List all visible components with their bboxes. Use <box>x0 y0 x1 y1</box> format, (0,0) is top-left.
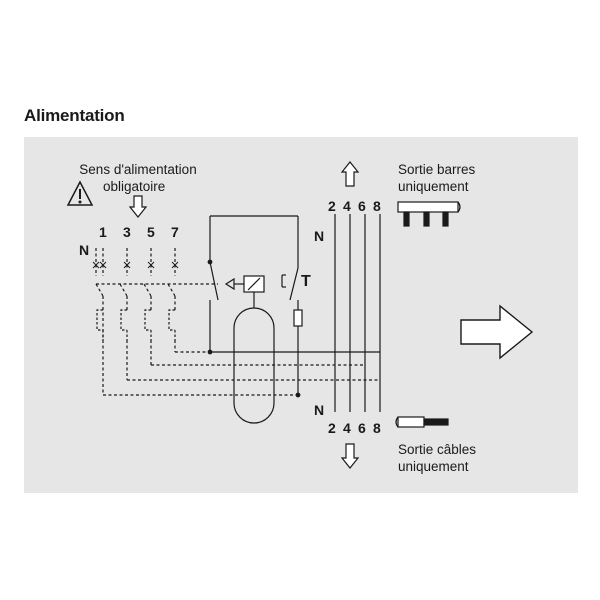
input-neutral-label: N <box>79 242 90 258</box>
cable-arrow-down-icon <box>340 443 360 469</box>
output-terminal-8-top: 8 <box>373 198 381 214</box>
input-phase-1: 1 <box>99 224 107 240</box>
busbar-label-line1: Sortie barres <box>398 162 476 177</box>
output-terminal-8-bottom: 8 <box>373 420 381 436</box>
page-title: Alimentation <box>24 106 125 125</box>
output-terminal-2-bottom: 2 <box>328 420 336 436</box>
input-phase-7: 7 <box>171 224 179 240</box>
input-phase-3: 3 <box>123 224 131 240</box>
supply-direction-line1: Sens d'alimentation <box>79 162 197 177</box>
neutral-wiring <box>207 215 380 355</box>
busbar-arrow-up-icon <box>340 161 360 187</box>
cable-label-line2: uniquement <box>398 459 469 474</box>
output-neutral-top: N <box>314 228 325 244</box>
contact-crosses <box>92 261 179 269</box>
toroid <box>233 307 275 424</box>
output-neutral-bottom: N <box>314 402 325 418</box>
output-busbars <box>334 214 381 412</box>
supply-arrow-down-icon <box>128 195 148 218</box>
warning-triangle-icon <box>66 180 94 206</box>
output-terminal-2-top: 2 <box>328 198 336 214</box>
supply-direction-line2: obligatoire <box>103 179 166 194</box>
output-terminal-4-bottom: 4 <box>343 420 351 436</box>
cable-label-line1: Sortie câbles <box>398 442 477 457</box>
output-terminal-6-bottom: 6 <box>358 420 366 436</box>
output-terminal-6-top: 6 <box>358 198 366 214</box>
relay-coil <box>224 275 265 308</box>
input-conductors <box>95 248 380 396</box>
busbar-label-line2: uniquement <box>398 179 469 194</box>
busbar-icon <box>397 201 461 227</box>
test-circuit <box>281 267 303 398</box>
output-terminal-4-top: 4 <box>343 198 351 214</box>
cable-icon <box>395 416 449 428</box>
test-button-label: T <box>301 273 311 290</box>
trip-elements <box>96 309 176 340</box>
input-phase-5: 5 <box>147 224 155 240</box>
continue-arrow-right-icon <box>460 304 534 360</box>
